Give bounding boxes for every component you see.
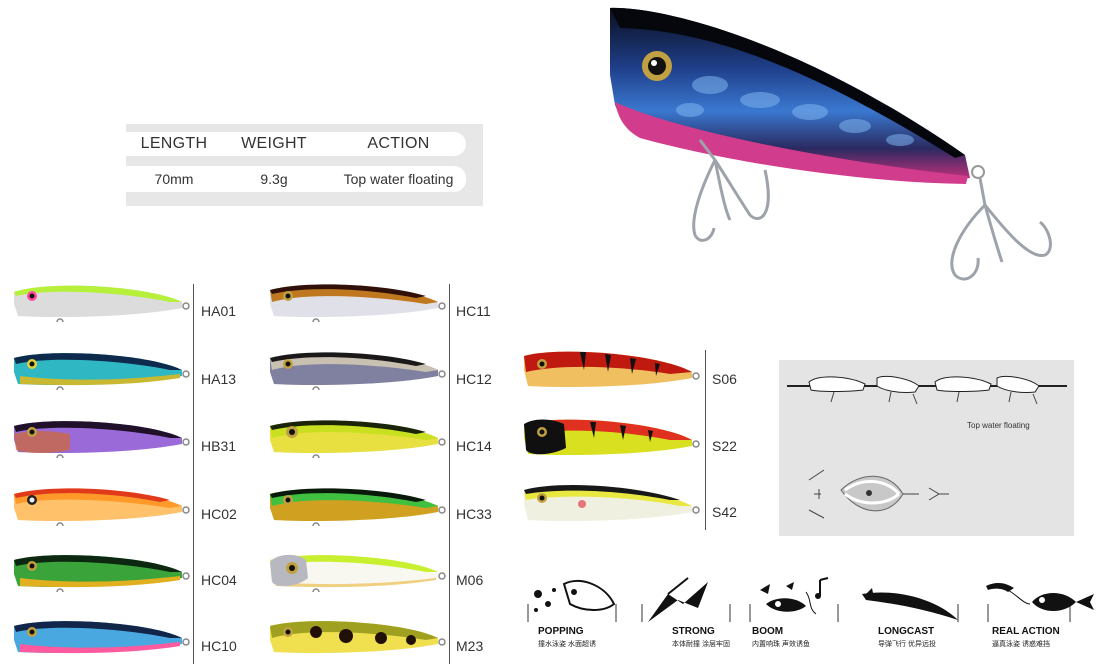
feature-strong: STRONG 本体耐撞 涂层牢固 <box>638 574 734 650</box>
code-M23: M23 <box>456 638 484 654</box>
popping-icon <box>527 579 617 622</box>
feature-longcast-sub: 导弹飞行 优异远投 <box>878 641 936 648</box>
spec-value-action: Top water floating <box>343 171 454 187</box>
lure-swatch-HC14 <box>270 420 446 458</box>
feature-real-action-label: REAL ACTION <box>992 626 1060 637</box>
code-HA13: HA13 <box>201 371 237 387</box>
lure-swatch-M23 <box>270 621 446 654</box>
lure-swatch-HA13 <box>14 353 190 390</box>
feature-strong-label: STRONG <box>672 626 715 637</box>
column-divider <box>705 350 706 530</box>
action-diagram <box>779 360 1074 536</box>
feature-real-action-sub: 逼真泳姿 诱惑难挡 <box>992 641 1050 648</box>
feature-popping: POPPING 撞水泳姿 水面超诱 <box>524 574 620 650</box>
hero-lure-image <box>610 7 1052 281</box>
feature-boom: BOOM 内置响珠 声效诱鱼 <box>746 574 842 650</box>
code-HC11: HC11 <box>456 303 491 319</box>
longcast-icon <box>862 588 959 622</box>
feature-real-action: REAL ACTION 逼真泳姿 诱惑难挡 <box>984 574 1098 650</box>
strong-icon <box>641 577 731 622</box>
code-HB31: HB31 <box>201 438 237 454</box>
feature-strong-sub: 本体耐撞 涂层牢固 <box>672 641 730 648</box>
feature-popping-label: POPPING <box>538 626 584 637</box>
code-HC02: HC02 <box>201 506 237 522</box>
column-divider <box>449 284 450 664</box>
column-divider <box>193 284 194 664</box>
spec-value-row: 70mm 9.3g Top water floating <box>126 166 466 192</box>
code-HC04: HC04 <box>201 572 237 588</box>
code-HC33: HC33 <box>456 506 492 522</box>
boom-icon <box>749 577 839 622</box>
lure-swatch-HC02 <box>14 488 190 526</box>
spec-table: LENGTH WEIGHT ACTION 70mm 9.3g Top water… <box>126 124 483 206</box>
lure-swatch-HC04 <box>14 555 190 592</box>
feature-popping-sub: 撞水泳姿 水面超诱 <box>538 641 596 648</box>
spec-header-weight: WEIGHT <box>241 135 307 152</box>
lure-swatch-HC10 <box>14 621 190 654</box>
spec-value-length: 70mm <box>154 171 194 187</box>
lure-swatch-HB31 <box>14 421 190 458</box>
code-HA01: HA01 <box>201 303 237 319</box>
lure-swatch-S06 <box>524 351 700 388</box>
code-S06: S06 <box>712 371 737 387</box>
lure-swatch-HC33 <box>270 488 446 526</box>
lure-swatch-M06 <box>270 554 446 592</box>
action-illustration <box>787 375 1067 519</box>
feature-longcast: LONGCAST 导弹飞行 优异远投 <box>858 574 962 650</box>
feature-boom-sub: 内置响珠 声效诱鱼 <box>752 641 810 648</box>
code-S22: S22 <box>712 438 737 454</box>
lure-swatch-S22 <box>524 419 700 456</box>
feature-longcast-label: LONGCAST <box>878 626 935 637</box>
lure-swatch-HC11 <box>270 284 446 322</box>
spec-header-action: ACTION <box>367 135 430 152</box>
lure-swatch-HC12 <box>270 352 446 390</box>
code-HC10: HC10 <box>201 638 237 654</box>
code-S42: S42 <box>712 504 737 520</box>
real-action-icon <box>986 582 1094 622</box>
spec-value-weight: 9.3g <box>260 171 288 187</box>
spec-header-length: LENGTH <box>140 135 208 152</box>
action-caption: Top water floating <box>967 421 1030 430</box>
feature-boom-label: BOOM <box>752 626 784 637</box>
lure-swatch-S42 <box>524 485 700 522</box>
lure-swatch-HA01 <box>14 285 190 322</box>
spec-header-row: LENGTH WEIGHT ACTION <box>126 132 466 156</box>
code-HC14: HC14 <box>456 438 492 454</box>
code-HC12: HC12 <box>456 371 492 387</box>
code-M06: M06 <box>456 572 484 588</box>
